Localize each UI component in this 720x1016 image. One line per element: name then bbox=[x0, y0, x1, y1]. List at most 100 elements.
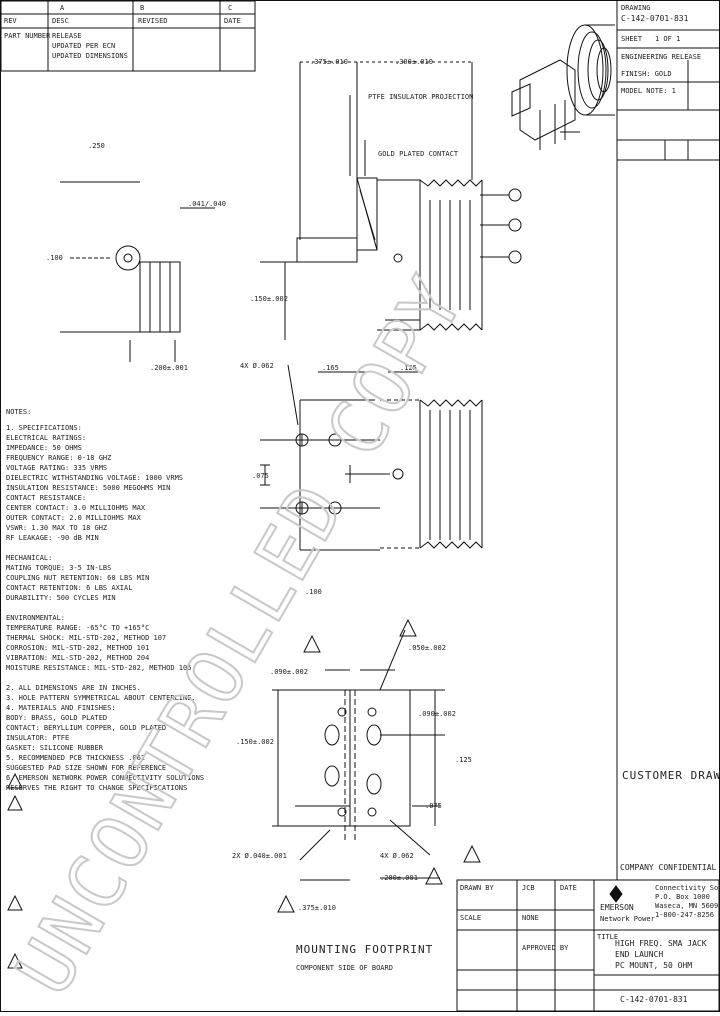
mounting-footprint-sub: COMPONENT SIDE OF BOARD bbox=[296, 964, 393, 972]
note-line bbox=[6, 674, 256, 684]
note-line: VIBRATION: MIL-STD-202, METHOD 204 bbox=[6, 654, 150, 662]
mounting-footprint bbox=[272, 629, 445, 881]
note-line: COUPLING NUT RETENTION: 60 LBS MIN bbox=[6, 574, 150, 582]
scale-value: NONE bbox=[522, 914, 539, 922]
title-label: TITLE bbox=[597, 933, 619, 941]
note-line: VSWR: 1.30 MAX TO 18 GHZ bbox=[6, 524, 108, 532]
date-label: DATE bbox=[560, 884, 577, 892]
end-view bbox=[60, 181, 215, 362]
rev-desc-b: UPDATED PER ECN bbox=[52, 42, 116, 50]
dim-d1b: .375±.010 bbox=[298, 904, 336, 912]
dim-d6b: .200±.001 bbox=[380, 874, 418, 882]
dim-d5: .100 bbox=[46, 254, 63, 262]
rev-header-c: C bbox=[228, 4, 233, 12]
dim-d13: .075 bbox=[252, 472, 269, 480]
note-line: CORROSION: MIL-STD-202, METHOD 101 bbox=[6, 644, 150, 652]
dim-d4: .041/.040 bbox=[188, 200, 226, 208]
dim-d2: .300±.010 bbox=[395, 58, 433, 66]
dim-d15: .050±.002 bbox=[408, 644, 446, 652]
rev-col-rev: REV bbox=[4, 17, 17, 25]
company-name: EMERSON bbox=[600, 903, 634, 912]
drawing-number-top: C-142-0701-831 bbox=[621, 14, 689, 23]
note-line: OUTER CONTACT: 2.0 MILLIOHMS MAX bbox=[6, 514, 141, 522]
note-line: 4. MATERIALS AND FINISHES: bbox=[6, 704, 116, 712]
dim-d9: .165 bbox=[322, 364, 339, 372]
address-line-3: Waseca, MN 56093 bbox=[655, 902, 720, 910]
note-line: 1. SPECIFICATIONS: bbox=[6, 424, 82, 432]
revision-table-frame bbox=[0, 0, 256, 72]
note-line: THERMAL SHOCK: MIL-STD-202, METHOD 107 bbox=[6, 634, 167, 642]
title-line-2: END LAUNCH bbox=[615, 950, 664, 959]
note-line: ENVIRONMENTAL: bbox=[6, 614, 66, 622]
address-line-2: P.O. Box 1000 bbox=[655, 893, 710, 901]
note-line: MECHANICAL: bbox=[6, 554, 53, 562]
rev-header-b: B bbox=[140, 4, 145, 12]
note-line: VOLTAGE RATING: 335 VRMS bbox=[6, 464, 108, 472]
address-line-1: Connectivity Solutions bbox=[655, 884, 720, 892]
rev-desc-c: UPDATED DIMENSIONS bbox=[52, 52, 128, 60]
note-line: CENTER CONTACT: 3.0 MILLIOHMS MAX bbox=[6, 504, 146, 512]
notes-block: NOTES: 1. SPECIFICATIONS: ELECTRICAL RAT… bbox=[6, 408, 256, 794]
address-line-4: 1-800-247-8256 bbox=[655, 911, 715, 919]
dim-d11b: 4X Ø.062 bbox=[380, 852, 414, 860]
label-insulator: PTFE INSULATOR PROJECTION bbox=[368, 93, 474, 101]
rev-col-desc: DESC bbox=[52, 17, 69, 25]
note-line: ELECTRICAL RATINGS: bbox=[6, 434, 87, 442]
info-release: ENGINEERING RELEASE bbox=[621, 53, 702, 61]
title-drawing-number: C-142-0701-831 bbox=[620, 995, 688, 1004]
rev-header-a: A bbox=[60, 4, 65, 12]
dim-d10: .125 bbox=[400, 364, 417, 372]
note-line: DURABILITY: 500 CYCLES MIN bbox=[6, 594, 116, 602]
note-line: 6. EMERSON NETWORK POWER CONNECTIVITY SO… bbox=[6, 774, 205, 782]
dim-d3: .250 bbox=[88, 142, 105, 150]
dim-d11: 4X Ø.062 bbox=[240, 362, 274, 370]
note-line: MOISTURE RESISTANCE: MIL-STD-202, METHOD… bbox=[6, 664, 192, 672]
dim-d12: 2X Ø.040±.001 bbox=[232, 852, 287, 860]
dim-d7b: .150±.002 bbox=[236, 738, 274, 746]
sheet-label: SHEET bbox=[621, 35, 643, 43]
scale-label: SCALE bbox=[460, 914, 482, 922]
note-line: RF LEAKAGE: -90 dB MIN bbox=[6, 534, 99, 542]
dim-d13b: .075 bbox=[425, 802, 442, 810]
dim-d8: .090±.002 bbox=[270, 668, 308, 676]
approved-label: APPROVED BY bbox=[522, 944, 569, 952]
note-line: FREQUENCY RANGE: 0-18 GHZ bbox=[6, 454, 112, 462]
drawn-by-value: JCB bbox=[522, 884, 535, 892]
dim-d10b: .125 bbox=[455, 756, 472, 764]
part-number-label: PART NUMBER bbox=[4, 32, 51, 40]
note-line: MATING TORQUE: 3-5 IN-LBS bbox=[6, 564, 112, 572]
note-line: 2. ALL DIMENSIONS ARE IN INCHES. bbox=[6, 684, 141, 692]
note-line: TEMPERATURE RANGE: -65°C TO +165°C bbox=[6, 624, 150, 632]
company-sub: Network Power bbox=[600, 915, 655, 923]
rev-desc-a: RELEASE bbox=[52, 32, 82, 40]
note-line: INSULATOR: PTFE bbox=[6, 734, 70, 742]
mounting-footprint-title: MOUNTING FOOTPRINT bbox=[296, 943, 434, 956]
note-line bbox=[6, 544, 256, 554]
note-line: CONTACT: BERYLLIUM COPPER, GOLD PLATED bbox=[6, 724, 167, 732]
side-view bbox=[260, 61, 522, 340]
sheet-value: 1 OF 1 bbox=[655, 35, 681, 43]
note-line: RESERVES THE RIGHT TO CHANGE SPECIFICATI… bbox=[6, 784, 188, 792]
rev-col-date: DATE bbox=[224, 17, 241, 25]
note-line: CONTACT RETENTION: 6 LBS AXIAL bbox=[6, 584, 133, 592]
emerson-logo bbox=[609, 885, 623, 903]
note-line: 5. RECOMMENDED PCB THICKNESS .062 bbox=[6, 754, 146, 762]
dim-d7: .150±.002 bbox=[250, 295, 288, 303]
note-line: 3. HOLE PATTERN SYMMETRICAL ABOUT CENTER… bbox=[6, 694, 196, 702]
note-line: IMPEDANCE: 50 OHMS bbox=[6, 444, 82, 452]
notes-title: NOTES: bbox=[6, 408, 32, 416]
customer-drawing-label: CUSTOMER DRAWING bbox=[622, 769, 720, 782]
note-line: SUGGESTED PAD SIZE SHOWN FOR REFERENCE bbox=[6, 764, 167, 772]
note-line: DIELECTRIC WITHSTANDING VOLTAGE: 1000 VR… bbox=[6, 474, 184, 482]
note-line bbox=[6, 604, 256, 614]
revision-flags bbox=[7, 618, 481, 969]
drawn-by-label: DRAWN BY bbox=[460, 884, 494, 892]
dim-d14: .100 bbox=[305, 588, 322, 596]
connector-isometric bbox=[511, 24, 615, 150]
drawing-label: DRAWING bbox=[621, 4, 651, 12]
dim-d6: .200±.001 bbox=[150, 364, 188, 372]
dim-d1: .375±.010 bbox=[310, 58, 348, 66]
title-line-1: HIGH FREQ. SMA JACK bbox=[615, 939, 707, 948]
